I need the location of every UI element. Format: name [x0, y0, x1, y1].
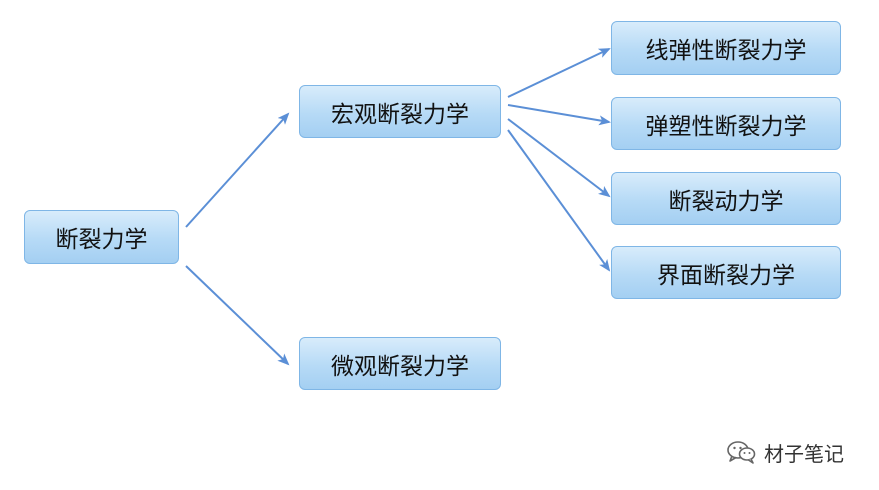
node-fracture-mechanics: 断裂力学: [24, 210, 179, 264]
node-elastoplastic-fracture-mechanics: 弹塑性断裂力学: [611, 97, 841, 150]
node-micro-fracture-mechanics: 微观断裂力学: [299, 337, 501, 390]
wechat-icon: [727, 441, 756, 464]
node-dynamic-fracture-mechanics: 断裂动力学: [611, 172, 841, 225]
node-linear-elastic-fracture-mechanics: 线弹性断裂力学: [611, 21, 841, 75]
arrow-macro-to-linear-elastic: [507, 48, 611, 98]
arrow-macro-to-interface: [507, 129, 611, 272]
watermark: 材子笔记: [726, 437, 844, 467]
watermark-text: 材子笔记: [764, 441, 844, 466]
arrow-root-to-micro: [185, 265, 290, 366]
node-interface-fracture-mechanics: 界面断裂力学: [611, 246, 841, 299]
arrow-macro-to-dynamic: [507, 118, 611, 198]
arrow-macro-to-elastoplastic: [507, 104, 611, 126]
arrow-root-to-macro: [185, 112, 290, 228]
node-macro-fracture-mechanics: 宏观断裂力学: [299, 85, 501, 138]
